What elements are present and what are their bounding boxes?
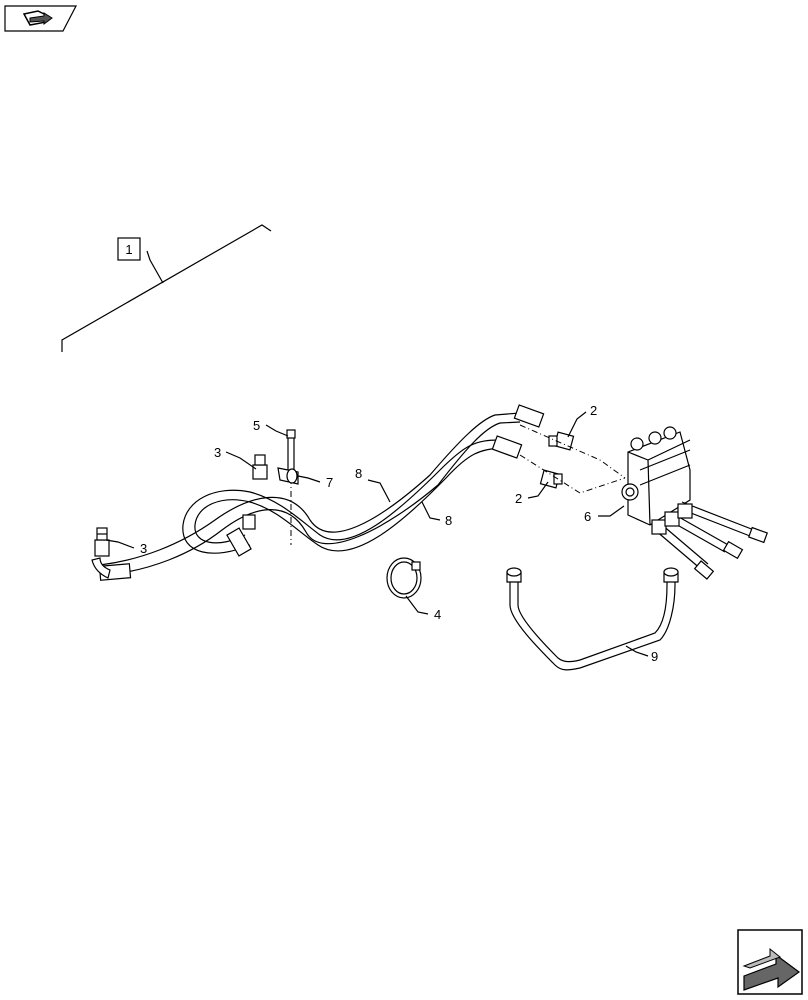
callout-6: 6 bbox=[584, 509, 591, 524]
centerlines bbox=[519, 424, 626, 494]
callout-4: 4 bbox=[434, 607, 441, 622]
callout-1-label: 1 bbox=[125, 242, 132, 257]
part-1-tube bbox=[61, 224, 272, 352]
callout-1: 1 bbox=[117, 237, 141, 261]
part-2-fitting-lower bbox=[539, 469, 563, 489]
callout-2-lower: 2 bbox=[515, 491, 522, 506]
nav-back-badge[interactable] bbox=[4, 5, 77, 32]
callout-5: 5 bbox=[253, 418, 260, 433]
part-7-clip bbox=[277, 467, 299, 485]
part-3-adapter-center bbox=[242, 454, 268, 530]
leader-lines bbox=[105, 411, 649, 657]
next-page-arrow-icon bbox=[742, 947, 801, 991]
callout-8-upper: 8 bbox=[355, 466, 362, 481]
nav-next-badge[interactable] bbox=[737, 929, 803, 995]
valve-levers bbox=[651, 501, 768, 580]
part-6-control-valve bbox=[621, 426, 768, 580]
part-8-hoses bbox=[91, 404, 545, 581]
part-9-pipe bbox=[506, 567, 679, 671]
part-4-hose-clamp bbox=[386, 557, 422, 599]
callout-8-lower: 8 bbox=[445, 513, 452, 528]
part-5-bolt bbox=[286, 429, 296, 545]
callout-9: 9 bbox=[651, 649, 658, 664]
callout-2-upper: 2 bbox=[590, 403, 597, 418]
callout-3-center: 3 bbox=[214, 445, 221, 460]
part-3-adapter-left bbox=[94, 527, 110, 557]
book-arrow-icon bbox=[22, 10, 53, 26]
callout-3-left: 3 bbox=[140, 541, 147, 556]
callout-7: 7 bbox=[326, 475, 333, 490]
